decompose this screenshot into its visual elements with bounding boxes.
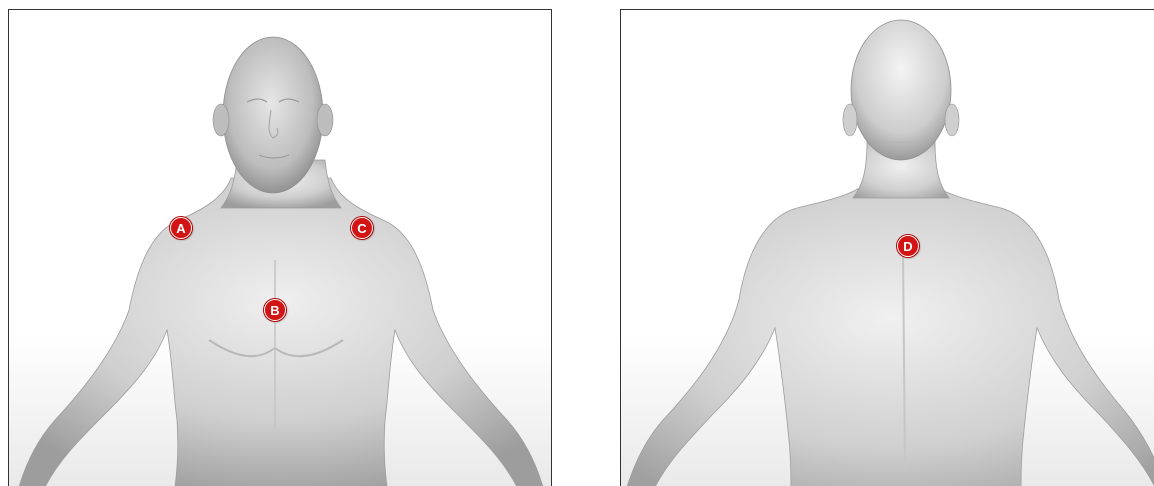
marker-a: A: [170, 217, 192, 239]
marker-b: B: [264, 299, 286, 321]
front-body-figure: [9, 10, 552, 486]
front-head: [223, 37, 323, 193]
marker-c: C: [351, 217, 373, 239]
back-torso: [627, 180, 1154, 486]
front-view-panel: A B C: [8, 9, 552, 486]
front-torso: [19, 178, 543, 486]
back-body-figure: [621, 10, 1154, 486]
back-head: [851, 20, 951, 160]
back-view-panel: D: [620, 9, 1154, 486]
marker-d: D: [897, 235, 919, 257]
